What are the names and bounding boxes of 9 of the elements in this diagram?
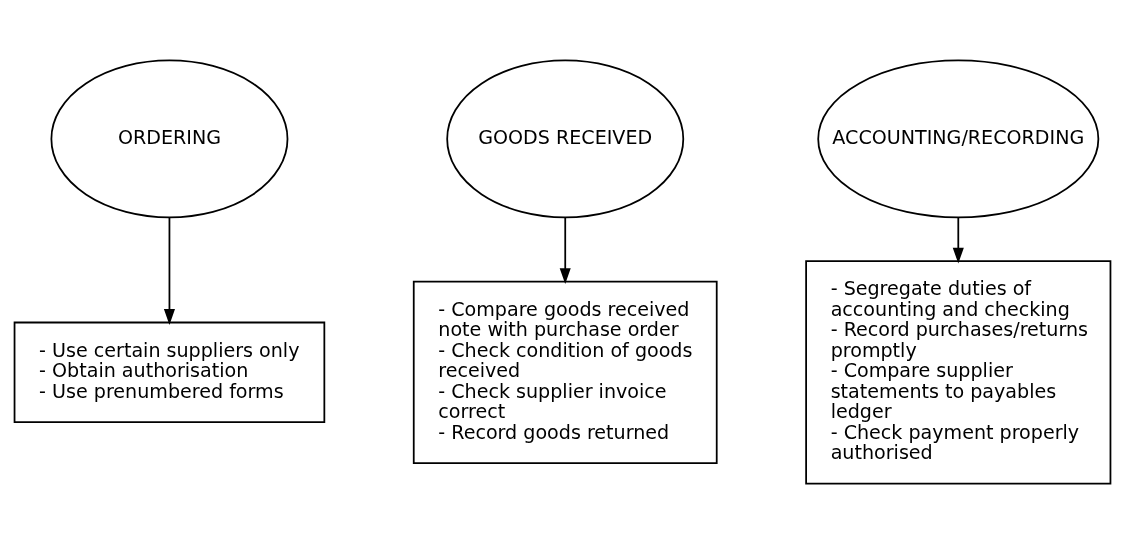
node-box: - Segregate duties of accounting and checking - Record purchases/returns promptly - Compare supplier statements to payables ledger - Check payment properly authorised [805,260,1112,485]
arrow [559,216,571,285]
arrow [952,216,964,264]
node-ellipse: GOODS RECEIVED [446,59,685,219]
node-box: - Compare goods received note with purchase order - Check condition of goods received - Check supplier invoice correct - Record goods returned [412,280,718,464]
node-ellipse: ORDERING [50,59,289,219]
arrow [163,216,175,325]
node-box: - Use certain suppliers only - Obtain authorisation - Use prenumbered forms [13,321,326,423]
node-ellipse: ACCOUNTING/RECORDING [817,59,1100,219]
